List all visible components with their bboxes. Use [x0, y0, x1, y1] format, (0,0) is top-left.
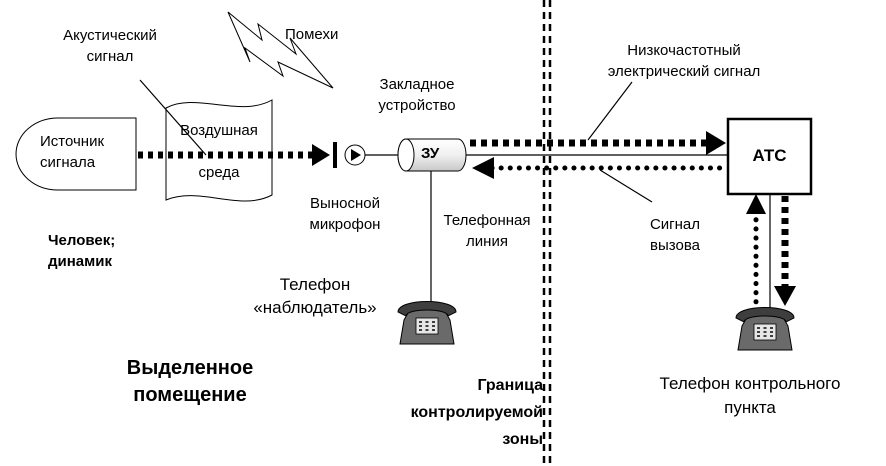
- ring-signal-pointer: [599, 169, 653, 203]
- lf-signal-label-line1: Низкочастотный: [627, 42, 741, 59]
- source-label-line2: сигнала: [40, 154, 96, 171]
- noise-label: Помехи: [285, 26, 339, 43]
- ring-signal-label-line2: вызова: [650, 237, 700, 254]
- acoustic-label-line2: сигнал: [86, 48, 134, 65]
- border-label-line1: Граница: [477, 377, 543, 394]
- source-label-line1: Источник: [40, 133, 105, 150]
- lf-signal-arrowhead: [706, 131, 726, 155]
- control-phone-label-line2: пункта: [724, 398, 776, 417]
- air-label-line1: Воздушная: [180, 122, 258, 139]
- control-down-arrowhead: [774, 286, 796, 306]
- telephone-icon: [397, 301, 457, 345]
- control-up-arrowhead: [746, 194, 766, 214]
- bug-label-line1: Закладное: [379, 76, 455, 93]
- ring-signal-arrowhead: [472, 157, 494, 179]
- phone-line-label-line1: Телефонная: [443, 212, 531, 229]
- telephone-icon: [735, 307, 795, 351]
- ring-signal-label-line1: Сигнал: [649, 216, 701, 233]
- observer-phone-label-line2: «наблюдатель»: [253, 298, 377, 317]
- person-label-line2: динамик: [48, 253, 112, 270]
- observer-phone-label-line1: Телефон: [279, 275, 351, 294]
- lightning-icon: [227, 11, 334, 89]
- remote-mic-label-line1: Выносной: [310, 195, 380, 212]
- border-label-line3: зоны: [502, 431, 543, 448]
- room-label-line2: помещение: [133, 384, 247, 406]
- acoustic-signal-arrowhead: [312, 144, 330, 166]
- bug-label-line2: устройство: [378, 97, 456, 114]
- exchange-label: АТС: [752, 146, 787, 165]
- bug-box-label: ЗУ: [421, 145, 440, 162]
- lf-signal-pointer: [587, 81, 633, 141]
- air-label-line2: среда: [198, 164, 240, 181]
- acoustic-label-line1: Акустический: [63, 27, 157, 44]
- acoustic-pointer-line: [139, 79, 207, 156]
- controlled-zone-border: [542, 0, 552, 466]
- signal-source-shape: [15, 117, 137, 191]
- border-label-line2: контролируемой: [410, 404, 543, 421]
- room-label-line1: Выделенное: [126, 357, 254, 379]
- air-medium-shape: [165, 99, 273, 202]
- bug-device-shape: [397, 138, 467, 172]
- control-phone-label-line1: Телефон контрольного: [659, 374, 841, 393]
- phone-line-label-line2: линия: [466, 233, 508, 250]
- person-label-line1: Человек;: [48, 232, 116, 249]
- microphone-icon: [333, 142, 400, 168]
- lf-signal-label-line2: электрический сигнал: [607, 63, 761, 80]
- remote-mic-label-line2: микрофон: [309, 216, 381, 233]
